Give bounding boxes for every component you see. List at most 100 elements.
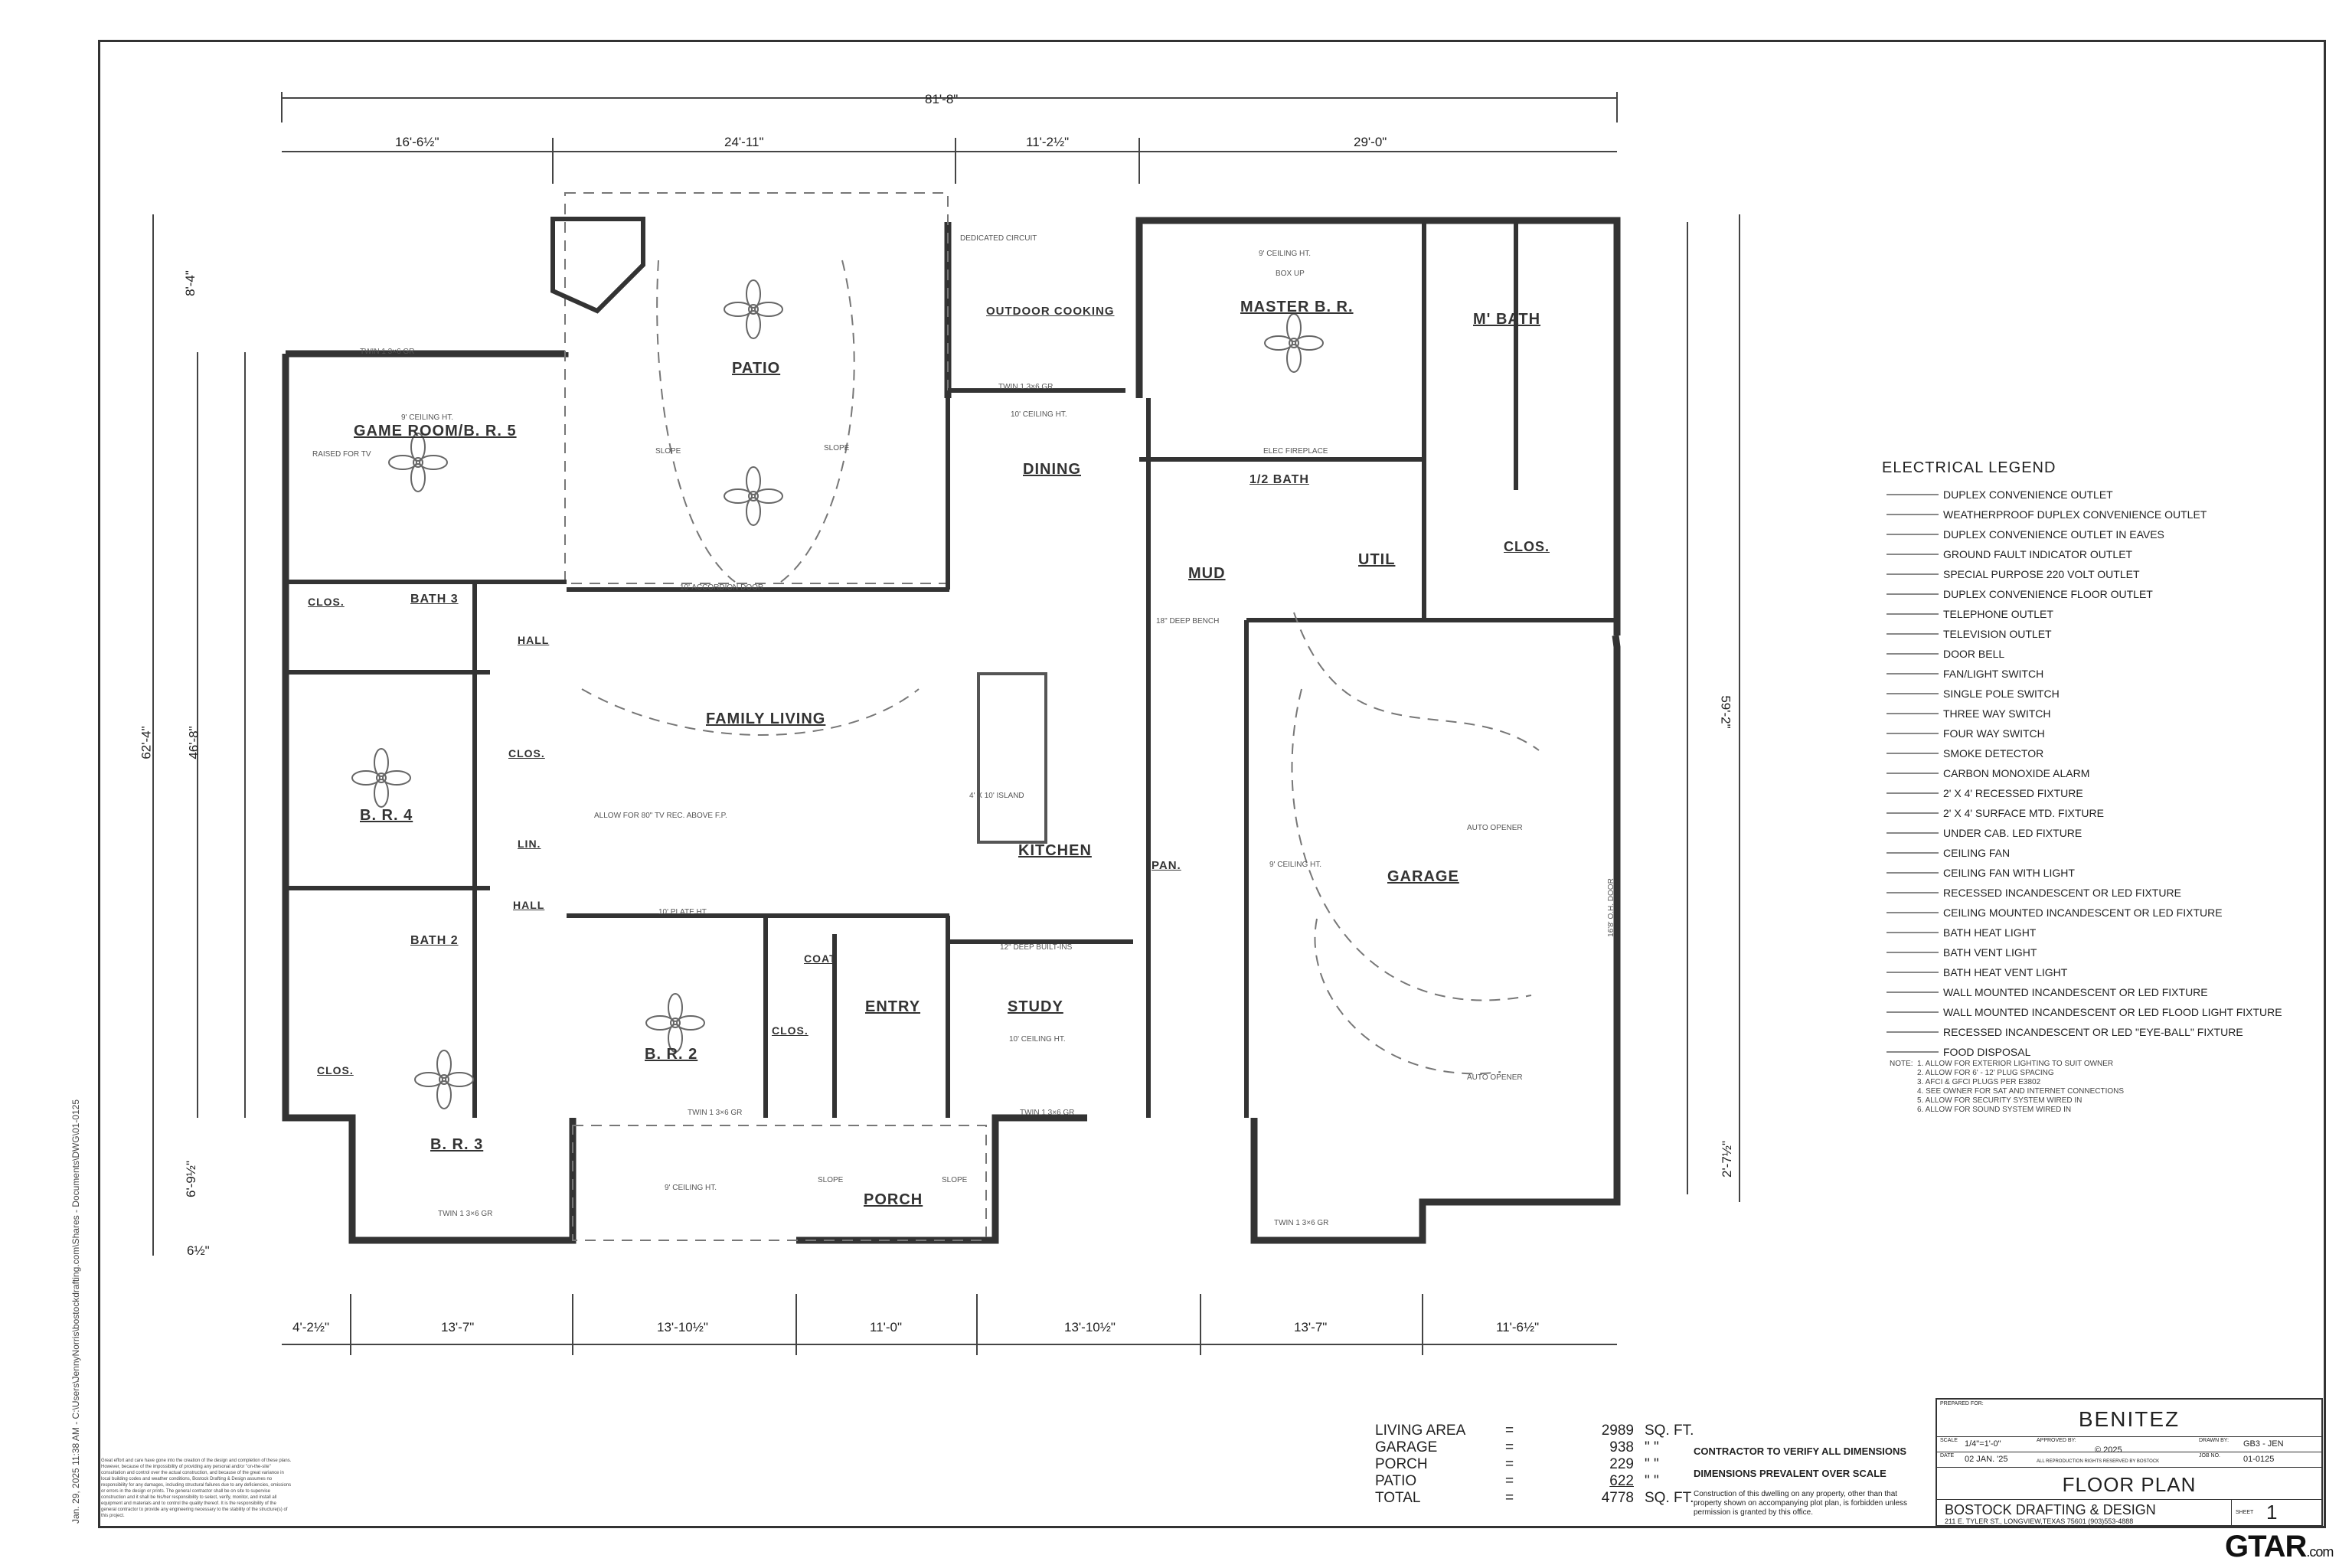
legend-symbol-icon [1882, 527, 1943, 542]
area-label: PATIO [1375, 1473, 1417, 1489]
legend-item-label: GROUND FAULT INDICATOR OUTLET [1943, 548, 2133, 560]
legend-symbol-icon [1882, 1024, 1943, 1040]
note-auto-opener-2: AUTO OPENER [1467, 1073, 1523, 1082]
legend-item: CEILING MOUNTED INCANDESCENT OR LED FIXT… [1882, 903, 2311, 923]
contractor-dimensions: DIMENSIONS PREVALENT OVER SCALE [1694, 1468, 1886, 1479]
area-unit: SQ. FT. [1645, 1490, 1694, 1506]
sheet-title: FLOOR PLAN [2062, 1473, 2197, 1496]
legend-symbol-icon [1882, 945, 1943, 960]
contractor-construction-note: Construction of this dwelling on any pro… [1694, 1490, 1908, 1517]
room-bath-3-closet: CLOS. [308, 596, 345, 608]
legend-item: BATH HEAT VENT LIGHT [1882, 962, 2311, 982]
room-outdoor-cooking: OUTDOOR COOKING [986, 305, 1115, 318]
legend-item: UNDER CAB. LED FIXTURE [1882, 823, 2311, 843]
legend-item: SINGLE POLE SWITCH [1882, 684, 2311, 704]
legend-notes-label: NOTE: [1890, 1060, 1913, 1068]
legend-item: SMOKE DETECTOR [1882, 743, 2311, 763]
left-top-dimension: 8'-4" [182, 270, 198, 296]
gtar-brand: GTAR [2225, 1530, 2307, 1563]
job-number: 01-0125 [2243, 1455, 2275, 1464]
legend-symbol-icon [1882, 586, 1943, 602]
note-allow-tv: ALLOW FOR 80" TV REC. ABOVE F.P. [594, 812, 727, 820]
gtar-suffix: .com [2306, 1544, 2334, 1560]
legend-note: 5. ALLOW FOR SECURITY SYSTEM WIRED IN [1917, 1096, 2082, 1105]
legend-item-label: DUPLEX CONVENIENCE FLOOR OUTLET [1943, 588, 2153, 600]
room-utility: UTIL [1358, 551, 1396, 568]
area-label: TOTAL [1375, 1490, 1421, 1506]
room-bedroom-4: B. R. 4 [360, 807, 413, 824]
legend-title: ELECTRICAL LEGEND [1882, 459, 2056, 476]
legend-item: CEILING FAN [1882, 843, 2311, 863]
left-overall-dimension: 62'-4" [139, 726, 154, 760]
legend-item-label: RECESSED INCANDESCENT OR LED "EYE-BALL" … [1943, 1026, 2243, 1038]
legend-item-label: FOOD DISPOSAL [1943, 1046, 2031, 1058]
bottom-dimension-4: 11'-0" [870, 1320, 903, 1334]
legend-symbol-icon [1882, 626, 1943, 642]
legend-item: SPECIAL PURPOSE 220 VOLT OUTLET [1882, 564, 2311, 584]
area-unit: " " [1645, 1456, 1659, 1472]
legend-item: DUPLEX CONVENIENCE OUTLET [1882, 485, 2311, 505]
legend-item-label: WALL MOUNTED INCANDESCENT OR LED FIXTURE [1943, 986, 2208, 998]
left-tail-dimension: 6½" [187, 1243, 210, 1258]
legend-symbol-icon [1882, 507, 1943, 522]
room-hall-1: HALL [518, 634, 550, 646]
firm-address: 211 E. TYLER ST., LONGVIEW,TEXAS 75601 (… [1945, 1517, 2134, 1525]
legend-symbol-icon [1882, 865, 1943, 880]
job-label: JOB NO. [2199, 1453, 2221, 1459]
area-label: GARAGE [1375, 1439, 1438, 1455]
legend-symbol-icon [1882, 786, 1943, 801]
legend-item-label: FAN/LIGHT SWITCH [1943, 668, 2044, 680]
area-eq: = [1505, 1423, 1514, 1439]
legend-symbol-icon [1882, 985, 1943, 1000]
area-value: 229 [1609, 1456, 1634, 1472]
note-ceiling-master: 9' CEILING HT. [1259, 250, 1312, 258]
room-master-bedroom: MASTER B. R. [1240, 299, 1354, 315]
overall-width-dimension: 81'-8" [925, 92, 959, 106]
legend-note: 4. SEE OWNER FOR SAT AND INTERNET CONNEC… [1917, 1087, 2125, 1096]
bottom-dimension-3: 13'-10½" [657, 1320, 708, 1334]
note-slope-1: SLOPE [655, 447, 681, 456]
interior-walls [286, 220, 1617, 1118]
legend-item-label: CEILING FAN [1943, 847, 2011, 859]
legend-item: GROUND FAULT INDICATOR OUTLET [1882, 544, 2311, 564]
contractor-verify: CONTRACTOR TO VERIFY ALL DIMENSIONS [1694, 1446, 1907, 1457]
room-bedroom-2: B. R. 2 [645, 1046, 698, 1063]
ceiling-fan-icons [351, 279, 1324, 1109]
note-slope-2: SLOPE [824, 444, 850, 452]
exterior-walls [282, 217, 1621, 1244]
note-dedicated-circuit: DEDICATED CIRCUIT [960, 234, 1037, 243]
room-bath-2: BATH 2 [410, 934, 459, 947]
area-value: 622 [1609, 1473, 1634, 1489]
note-ceiling-garage: 9' CEILING HT. [1269, 861, 1322, 869]
legend-item-label: RECESSED INCANDESCENT OR LED FIXTURE [1943, 887, 2181, 899]
legend-item: WEATHERPROOF DUPLEX CONVENIENCE OUTLET [1882, 505, 2311, 524]
drawn-label: DRAWN BY: [2199, 1438, 2230, 1443]
room-linen: LIN. [518, 838, 541, 850]
legend-symbol-icon [1882, 825, 1943, 841]
prepared-for-label: PREPARED FOR: [1940, 1401, 1984, 1406]
legend-symbol-icon [1882, 567, 1943, 582]
area-eq: = [1505, 1439, 1514, 1455]
room-garage: GARAGE [1387, 868, 1459, 885]
room-game-room: GAME ROOM/B. R. 5 [354, 423, 517, 439]
bottom-dimension-6: 13'-7" [1294, 1320, 1328, 1334]
room-master-bath: M' BATH [1473, 311, 1541, 328]
room-kitchen: KITCHEN [1018, 842, 1092, 859]
area-value: 2989 [1601, 1423, 1634, 1439]
disclaimer-text: Great effort and care have gone into the… [101, 1459, 292, 1518]
sheet-label: SHEET [2236, 1510, 2254, 1515]
room-family-living: FAMILY LIVING [706, 710, 826, 727]
room-pantry: PAN. [1152, 859, 1181, 872]
note-slope-3: SLOPE [818, 1176, 844, 1184]
scale-value: 1/4"=1'-0" [1965, 1439, 2001, 1449]
legend-item-label: 2' X 4' SURFACE MTD. FIXTURE [1943, 807, 2104, 819]
legend-item-label: UNDER CAB. LED FIXTURE [1943, 827, 2082, 839]
top-dimension-2: 24'-11" [724, 135, 764, 149]
note-plate-height: 10' PLATE HT. [658, 908, 708, 916]
rights-reserved: ALL REPRODUCTION RIGHTS RESERVED BY BOST… [2037, 1459, 2160, 1464]
contractor-notes: CONTRACTOR TO VERIFY ALL DIMENSIONS DIME… [1694, 1446, 1916, 1517]
top-dimension-lines [281, 92, 1618, 184]
legend-item: BATH VENT LIGHT [1882, 942, 2311, 962]
